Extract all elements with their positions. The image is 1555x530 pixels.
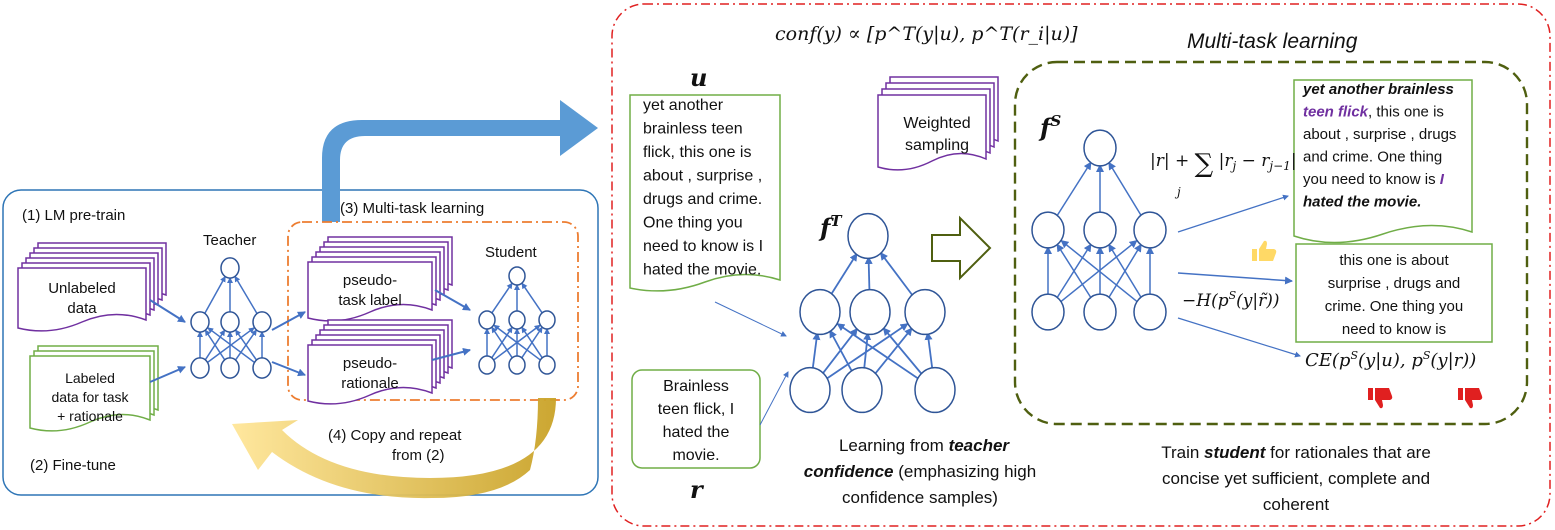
r-symbol: r [690, 475, 705, 504]
arrow-teacher-to-task [271, 311, 306, 331]
svg-text:Brainless: Brainless [663, 378, 729, 395]
fT-label: fT [818, 212, 843, 242]
u-symbol: u [690, 63, 707, 92]
arrow-r-to-teacher [759, 371, 789, 426]
arrow-labeled-to-teacher [149, 366, 186, 383]
svg-text:flick, this one is: flick, this one is [643, 144, 751, 161]
multitask-inner-frame [1013, 60, 1529, 426]
svg-text:and crime. One thing: and crime. One thing [1303, 149, 1442, 166]
svg-text:yet another: yet another [643, 97, 724, 114]
svg-text:you need to know is I: you need to know is I [1303, 171, 1445, 188]
arrow-unlabeled-to-teacher [149, 299, 186, 323]
step4-label-2: from (2) [392, 447, 445, 464]
svg-text:brainless teen: brainless teen [643, 121, 743, 138]
svg-text:hated the movie.: hated the movie. [1303, 194, 1421, 211]
student-caption-line2: concise yet sufficient, complete and [1162, 469, 1430, 488]
unlabeled-data-stack: Unlabeled data [17, 242, 167, 332]
svg-text:crime. One thing you: crime. One thing you [1325, 298, 1463, 315]
step2-label: (2) Fine-tune [30, 457, 116, 474]
svg-text:teen flick, this one is: teen flick, this one is [1303, 104, 1444, 121]
svg-text:One thing you: One thing you [643, 215, 743, 232]
svg-text:hated the movie.: hated the movie. [643, 262, 761, 279]
arrow-rationale-to-student [431, 347, 471, 361]
ce-formula: CE(pS(y|u), pS(y|r)) [1305, 349, 1476, 371]
pseudo-task-stack: pseudo-task label [307, 236, 453, 322]
pseudo-rationale-stack: pseudo-rationale [307, 319, 453, 405]
teacher-fT-network [789, 212, 956, 414]
svg-text:data for task: data for task [51, 389, 129, 405]
student-caption-line3: coherent [1263, 495, 1329, 514]
svg-text:about , surprise , drugs: about , surprise , drugs [1303, 126, 1456, 143]
output-full-rationale: yet another brainless teen flick, this on… [1293, 79, 1473, 244]
hollow-arrow [931, 215, 992, 281]
confidence-formula: conf(y) ∝ [p^T(y|u), p^T(r_i|u)] [775, 23, 1078, 45]
step4-label: (4) Copy and repeat [328, 427, 462, 444]
svg-text:Unlabeled: Unlabeled [48, 280, 116, 297]
arrow-task-to-student [434, 289, 471, 311]
student-label: Student [485, 244, 538, 261]
svg-text:pseudo-: pseudo- [343, 272, 397, 289]
svg-text:surprise , drugs and: surprise , drugs and [1328, 275, 1461, 292]
multitask-subframe [287, 221, 579, 401]
arrow-to-output1 [1177, 194, 1289, 233]
svg-text:Labeled: Labeled [65, 370, 115, 386]
svg-text:yet another brainless: yet another brainless [1302, 81, 1454, 98]
svg-text:pseudo-: pseudo- [343, 355, 397, 372]
right-panel-frame [611, 3, 1551, 527]
student-fS-network [1031, 129, 1167, 331]
svg-text:sampling: sampling [905, 137, 969, 154]
output-concise-rationale: this one is about surprise , drugs and cri… [1295, 243, 1493, 343]
teacher-caption-line1: Learning from teacher [839, 436, 1010, 455]
teacher-caption-line2: confidence (emphasizing high [804, 462, 1036, 481]
student-caption-line1: Train student for rationales that are [1161, 443, 1431, 462]
sparsity-formula: |r| + ∑ |rj − rj−1| [1150, 149, 1297, 179]
multitask-title: Multi-task learning [1187, 30, 1358, 53]
svg-text:movie.: movie. [672, 447, 719, 464]
teacher-caption-line3: confidence samples) [842, 488, 998, 507]
svg-text:rationale: rationale [341, 375, 399, 392]
svg-text:data: data [67, 300, 97, 317]
weighted-sampling-stack: Weighted sampling [877, 76, 999, 171]
arrow-to-output2 [1177, 272, 1293, 285]
svg-text:teen flick, I: teen flick, I [658, 401, 734, 418]
svg-text:Weighted: Weighted [903, 115, 970, 132]
input-u-document: yet another brainless teen flick, this one… [629, 94, 781, 292]
input-r-box: Brainless teen flick, I hated the movie. [631, 369, 761, 469]
svg-text:this one is about: this one is about [1339, 252, 1449, 269]
big-transfer-arrow [322, 100, 598, 222]
svg-text:need to know is I: need to know is I [643, 238, 763, 255]
svg-text:hated the: hated the [663, 424, 730, 441]
svg-text:+ rationale: + rationale [57, 408, 123, 424]
thumb-down-icon [1458, 388, 1483, 409]
fS-label: fS [1038, 112, 1061, 142]
step3-label: (3) Multi-task learning [340, 200, 484, 217]
step1-label: (1) LM pre-train [22, 207, 125, 224]
copy-repeat-arrow [232, 398, 556, 499]
teacher-label: Teacher [203, 232, 256, 249]
arrow-to-ce [1177, 317, 1301, 358]
thumb-down-icon [1368, 388, 1393, 409]
student-network [478, 266, 556, 375]
svg-text:need to know is: need to know is [1342, 321, 1446, 338]
sum-index: j [1174, 185, 1181, 199]
svg-text:about , surprise ,: about , surprise , [643, 168, 762, 185]
thumb-up-icon [1252, 240, 1277, 261]
left-panel-frame [2, 189, 599, 496]
svg-text:task label: task label [338, 292, 401, 309]
teacher-network [190, 257, 272, 379]
arrow-u-to-teacher [714, 301, 787, 337]
entropy-formula: −H(pS(y|r̃)) [1182, 289, 1280, 311]
labeled-data-stack: Labeled data for task + rationale [29, 345, 159, 432]
svg-text:drugs and crime.: drugs and crime. [643, 191, 762, 208]
arrow-teacher-to-rationale [271, 361, 306, 377]
